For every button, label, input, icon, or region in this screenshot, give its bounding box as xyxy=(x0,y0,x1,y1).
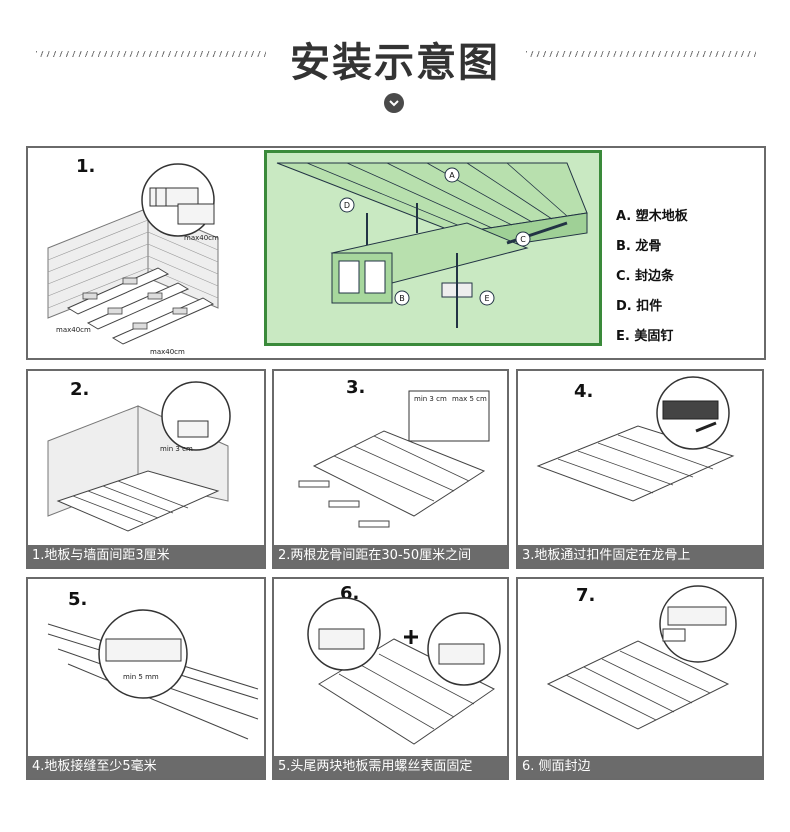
step-illustration xyxy=(536,376,735,502)
step-illustration xyxy=(307,597,501,745)
component-legend: A. 塑木地板 B. 龙骨 C. 封边条 D. 扣件 E. 美固钉 xyxy=(616,208,688,358)
marker-c: C xyxy=(520,235,526,244)
dim-label: max40cm xyxy=(150,348,185,356)
dim-label: min 3 cm xyxy=(160,445,193,453)
step-panel-4: 4. 3.地板通过扣件固定在龙骨上 xyxy=(516,369,764,569)
step-number: 2. xyxy=(70,379,90,400)
step-panel-3: 3. min 3 cm max 5 cm 2.两根龙骨间距在30-50厘米之间 xyxy=(272,369,509,569)
marker-a: A xyxy=(449,171,455,180)
arrow-icon xyxy=(695,421,717,433)
header-decoration-left xyxy=(36,51,266,57)
dim-label: min 5 mm xyxy=(123,673,159,681)
step-number: 4. xyxy=(574,381,594,402)
step-caption: 6. 侧面封边 xyxy=(518,756,762,778)
step-caption: 4.地板接缝至少5毫米 xyxy=(28,756,264,778)
step-panel-5: 5. min 5 mm 4.地板接缝至少5毫米 xyxy=(26,577,266,780)
marker-e: E xyxy=(484,294,489,303)
legend-item: B. 龙骨 xyxy=(616,239,662,254)
step-panel-2: 2. min 3 cm 1.地板与墙面间距3厘米 xyxy=(26,369,266,569)
step-number: 7. xyxy=(576,585,596,606)
step-illustration xyxy=(546,585,737,730)
dim-label: max40cm xyxy=(56,326,91,334)
header: 安装示意图 xyxy=(0,0,790,140)
step-panel-7: 7. 6. 侧面封边 xyxy=(516,577,764,780)
marker-d: D xyxy=(344,201,350,210)
legend-item: A. 塑木地板 xyxy=(616,209,688,224)
header-decoration-right xyxy=(526,51,756,57)
step-caption: 1.地板与墙面间距3厘米 xyxy=(28,545,264,567)
step-panel-6: 6. 5.头尾两块地板需用螺丝表面固定 xyxy=(272,577,509,780)
step-illustration: min 3 cm xyxy=(47,381,231,532)
step-caption: 3.地板通过扣件固定在龙骨上 xyxy=(518,545,762,567)
component-exploded-view: A B C D E xyxy=(264,150,602,346)
step-number: 1. xyxy=(76,156,96,177)
legend-item: C. 封边条 xyxy=(616,269,675,284)
step-caption: 2.两根龙骨间距在30-50厘米之间 xyxy=(274,545,507,567)
legend-item: D. 扣件 xyxy=(616,299,663,314)
dim-label: max40cm xyxy=(184,234,219,242)
step-caption: 5.头尾两块地板需用螺丝表面固定 xyxy=(274,756,507,778)
chevron-down-icon[interactable] xyxy=(384,93,404,113)
step-illustration: min 3 cm max 5 cm xyxy=(298,390,490,528)
dim-label: max 5 cm xyxy=(452,395,487,403)
step-illustration: min 5 mm xyxy=(47,609,259,740)
plus-icon xyxy=(404,630,418,644)
marker-b: B xyxy=(399,294,405,303)
legend-item: E. 美固钉 xyxy=(616,329,674,344)
step-number: 3. xyxy=(346,377,366,398)
step-number: 5. xyxy=(68,589,88,610)
dim-label: min 3 cm xyxy=(414,395,447,403)
page-title: 安装示意图 xyxy=(290,39,500,86)
frame-illustration: max40cm max40cm max40cm xyxy=(47,163,219,356)
